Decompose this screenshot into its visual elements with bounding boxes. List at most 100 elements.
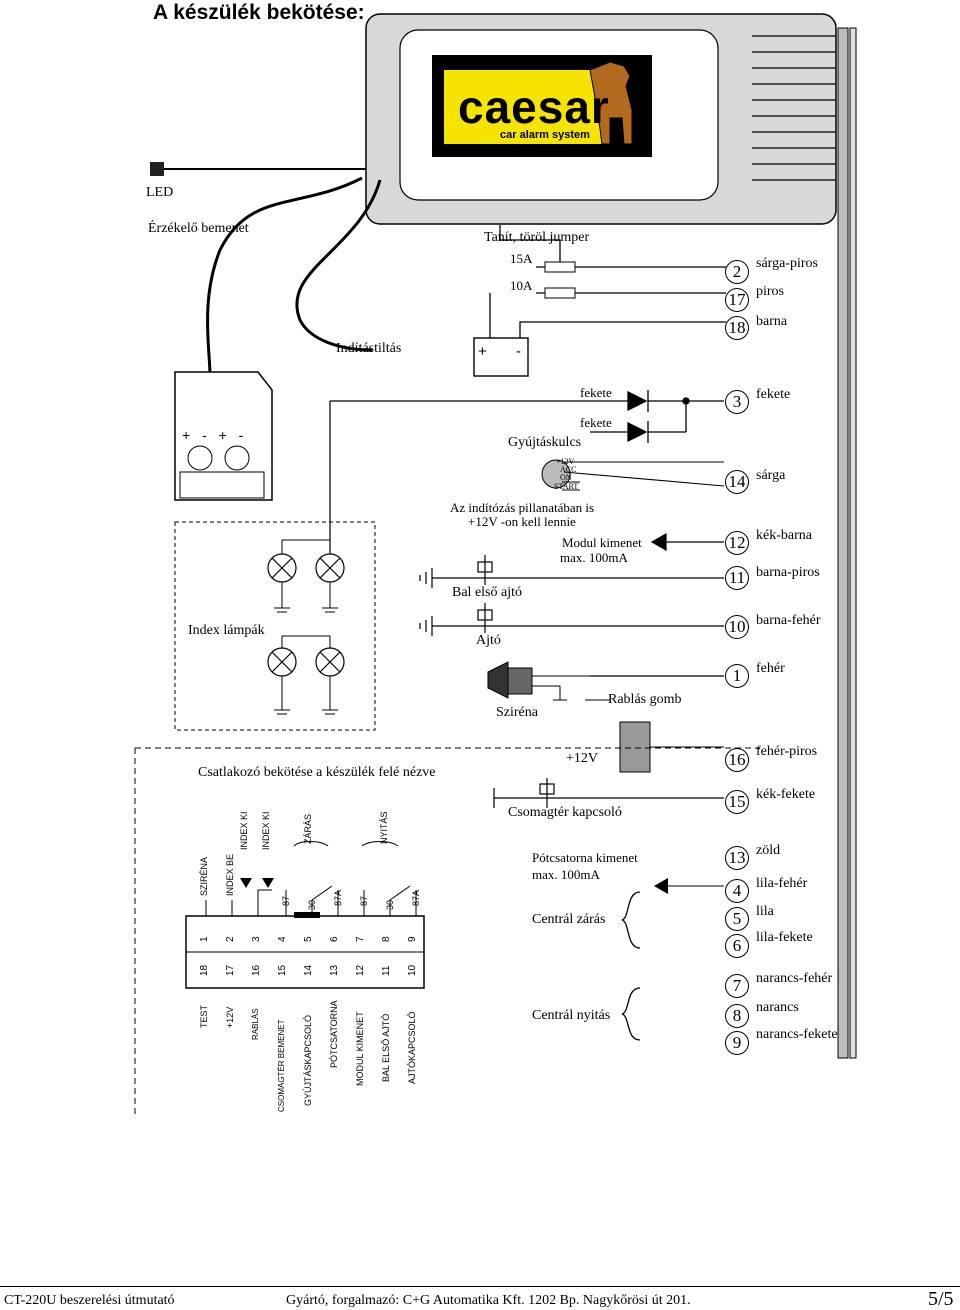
- battery: [473, 337, 529, 377]
- wire-num: 11: [725, 566, 749, 590]
- pin: 13: [329, 964, 340, 976]
- wire-num: 5: [725, 907, 749, 931]
- wire-color: kék-barna: [756, 528, 812, 543]
- wire-num: 15: [725, 790, 749, 814]
- conn-top-label: INDEX BE: [225, 853, 235, 896]
- footer-rule: [0, 1286, 960, 1287]
- wire-color: sárga-piros: [756, 256, 818, 271]
- led-head: [150, 162, 164, 176]
- wire-num: 3: [725, 390, 749, 414]
- wire-color: fehér-piros: [756, 744, 818, 759]
- wire-color: kék-fekete: [756, 787, 816, 802]
- fuse-10-label: 10A: [510, 278, 533, 293]
- jumper-label: Tanít, töröl jumper: [484, 230, 590, 245]
- conn-bottom-label: BAL ELSŐ AJTÓ: [381, 1013, 391, 1082]
- pin: 17: [225, 964, 236, 976]
- sensor-sign-label: + - + -: [182, 427, 248, 443]
- ignition-key-icon: [541, 459, 571, 489]
- conn-top-label: NYITÁS: [379, 811, 389, 844]
- conn-bottom-label: PÓTCSATORNA: [329, 1000, 339, 1068]
- led-label: LED: [146, 185, 174, 200]
- wire-color: lila-fehér: [756, 876, 808, 891]
- wire-color: barna: [756, 314, 788, 329]
- wire-color: lila: [756, 904, 774, 919]
- relay-label: 87: [281, 895, 291, 906]
- central-lock-label: Centrál zárás: [532, 912, 606, 927]
- wire-color: lila-fekete: [756, 930, 813, 945]
- wire-num: 13: [725, 846, 749, 870]
- pin: 8: [381, 936, 392, 942]
- panic-label: Rablás gomb: [608, 692, 682, 707]
- diode-wire-2-label: fekete: [580, 415, 612, 430]
- wire-color: barna-piros: [756, 565, 820, 580]
- front-door-label: Bal első ajtó: [452, 585, 522, 600]
- pin: 15: [277, 964, 288, 976]
- conn-top-label: INDEX KI: [239, 811, 249, 850]
- wire-num: 1: [725, 664, 749, 688]
- module-out-2: max. 100mA: [560, 550, 628, 565]
- conn-bottom-label: +12V: [225, 1006, 235, 1028]
- conn-top-label: SZIRÉNA: [199, 856, 209, 896]
- wire-color: zöld: [756, 843, 781, 858]
- relay-label: 30: [385, 899, 395, 910]
- key-pos-4: START: [554, 482, 579, 491]
- relay-label: 87: [359, 895, 369, 906]
- key-pos-1: +12V: [556, 457, 575, 466]
- logo-yellow: [444, 70, 604, 144]
- pin: 18: [199, 964, 210, 976]
- conn-bottom-label: CSOMAGTÉR BEMENET: [277, 1019, 286, 1112]
- pin: 10: [407, 964, 418, 976]
- pin: 7: [355, 936, 366, 942]
- page-title: A készülék bekötése:: [153, 1, 365, 24]
- wire-color: narancs: [756, 1000, 799, 1015]
- footer-left: CT-220U beszerelési útmutató: [4, 1293, 175, 1308]
- footer-center: Gyártó, forgalmazó: C+G Automatika Kft. …: [286, 1293, 691, 1308]
- pin: 5: [303, 936, 314, 942]
- wire-num: 6: [725, 934, 749, 958]
- plus12v-label: +12V: [566, 751, 599, 766]
- wire-color: barna-fehér: [756, 613, 821, 628]
- wire-num: 17: [725, 288, 749, 312]
- wire-harness: [837, 27, 849, 1059]
- wire-color: piros: [756, 284, 784, 299]
- pin: 3: [251, 936, 262, 942]
- conn-bottom-label: GYÚJTÁSKAPCSOLÓ: [303, 1014, 313, 1106]
- relay-label: 87A: [411, 889, 421, 906]
- connector-title: Csatlakozó bekötése a készülék felé nézv…: [198, 765, 436, 780]
- relay-label: 87A: [333, 889, 343, 906]
- wire-num: 9: [725, 1031, 749, 1055]
- start-block-label: Indítástiltás: [336, 341, 402, 356]
- conn-bottom-label: AJTÓKAPCSOLÓ: [407, 1011, 417, 1084]
- conn-bottom-label: RABLÁS: [251, 1008, 260, 1040]
- battery-plus: +: [478, 343, 487, 360]
- door-label: Ajtó: [476, 633, 501, 648]
- central-unlock-label: Centrál nyitás: [532, 1008, 611, 1023]
- panic-button-icon: [619, 721, 651, 773]
- wire-color: fehér: [756, 661, 785, 676]
- logo-dog: [589, 61, 633, 145]
- wire-num: 18: [725, 316, 749, 340]
- conn-top-label: ZÁRÁS: [303, 813, 313, 844]
- logo-brand: caesar: [458, 81, 610, 133]
- start-note-2: +12V -on kell lennie: [468, 514, 576, 529]
- key-pos-3: ON: [560, 473, 572, 482]
- wire-color: narancs-fekete: [756, 1027, 838, 1042]
- wire-color: fekete: [756, 387, 791, 402]
- wire-num: 16: [725, 748, 749, 772]
- pin: 12: [355, 964, 366, 976]
- wire-color: sárga: [756, 468, 786, 483]
- module-out-1: Modul kimenet: [562, 535, 642, 550]
- pin: 4: [277, 936, 288, 942]
- relay-label: 30: [307, 899, 317, 910]
- pin: 14: [303, 964, 314, 976]
- trunk-label: Csomagtér kapcsoló: [508, 805, 622, 820]
- fuse-15-label: 15A: [510, 251, 533, 266]
- wire-num: 12: [725, 531, 749, 555]
- footer-page: 5/5: [928, 1288, 954, 1310]
- wire-num: 4: [725, 879, 749, 903]
- conn-bottom-label: TEST: [199, 1004, 209, 1028]
- conn-top-label: INDEX KI: [261, 811, 271, 850]
- conn-bottom-label: MODUL KIMENET: [355, 1011, 365, 1086]
- wire-num: 8: [725, 1004, 749, 1028]
- aux-out-2: max. 100mA: [532, 867, 600, 882]
